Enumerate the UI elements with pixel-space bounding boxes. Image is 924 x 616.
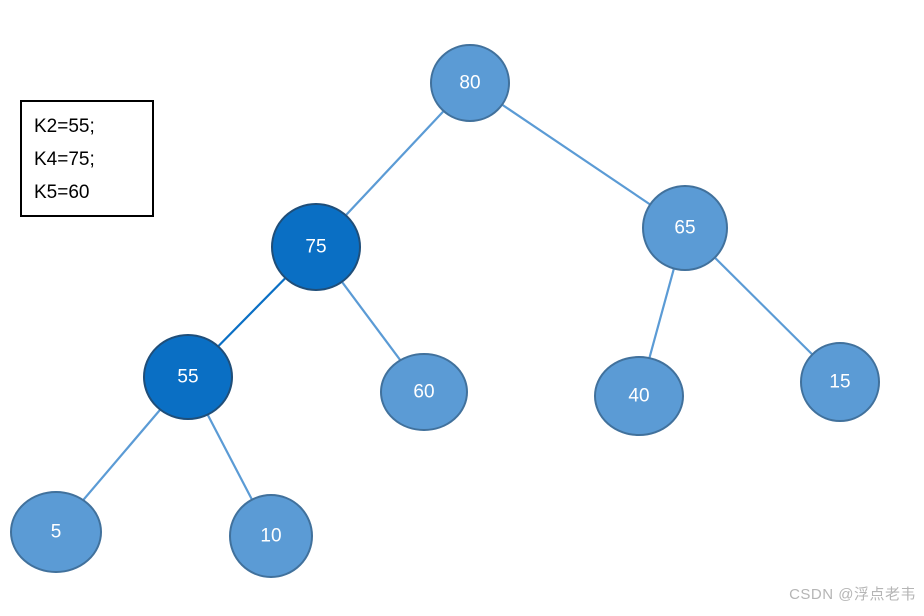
tree-node-label-15: 15 <box>829 372 850 393</box>
legend-line-k4: K4=75; <box>34 149 95 170</box>
tree-node-circle-60 <box>380 353 468 431</box>
tree-node-10: 10 <box>229 494 313 578</box>
tree-node-circle-55 <box>143 334 233 420</box>
tree-node-label-10: 10 <box>260 526 281 547</box>
tree-node-label-5: 5 <box>51 522 62 543</box>
tree-edge-80-65 <box>469 82 686 229</box>
tree-node-65: 65 <box>642 185 728 271</box>
tree-node-label-55: 55 <box>177 367 198 388</box>
tree-node-circle-80 <box>430 44 510 122</box>
tree-node-label-75: 75 <box>305 237 326 258</box>
tree-node-80: 80 <box>430 44 510 122</box>
tree-node-circle-15 <box>800 342 880 422</box>
tree-node-label-40: 40 <box>628 386 649 407</box>
tree-node-circle-40 <box>594 356 684 436</box>
tree-node-circle-5 <box>10 491 102 573</box>
tree-node-55: 55 <box>143 334 233 420</box>
tree-node-circle-10 <box>229 494 313 578</box>
tree-node-15: 15 <box>800 342 880 422</box>
watermark: CSDN @浮点老韦 <box>789 586 916 603</box>
tree-node-circle-65 <box>642 185 728 271</box>
tree-node-40: 40 <box>594 356 684 436</box>
tree-node-75: 75 <box>271 203 361 291</box>
tree-node-5: 5 <box>10 491 102 573</box>
tree-node-label-60: 60 <box>413 382 434 403</box>
tree-node-circle-75 <box>271 203 361 291</box>
tree-node-60: 60 <box>380 353 468 431</box>
tree-node-label-65: 65 <box>674 218 695 239</box>
legend-line-k2: K2=55; <box>34 116 95 137</box>
legend-line-k5: K5=60 <box>34 182 90 203</box>
legend-box: K2=55; K4=75; K5=60 <box>20 100 154 217</box>
tree-node-label-80: 80 <box>459 73 480 94</box>
